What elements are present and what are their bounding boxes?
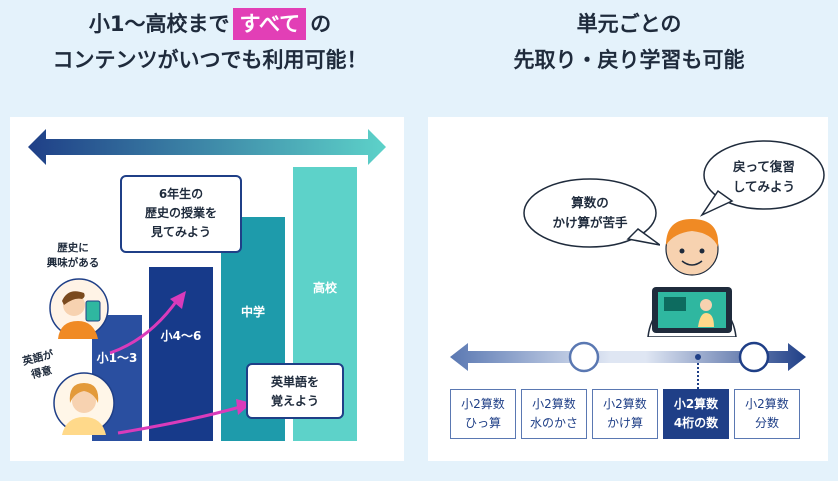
left-heading-line2: コンテンツがいつでも利用可能！ — [52, 48, 368, 72]
unit-box-line2: ひっ算 — [464, 416, 501, 430]
grade-label-elementary-low: 小1〜3 — [96, 351, 138, 365]
bubble-left-line2: かけ算が苦手 — [552, 215, 628, 230]
unit-box[interactable]: 小2算数 分数 — [734, 389, 800, 439]
unit-box-line1: 小2算数 — [603, 397, 647, 411]
left-heading-suffix: の — [310, 12, 332, 36]
kid1-caption-line1: 歴史に — [57, 242, 89, 254]
bubble-right-shape — [699, 140, 825, 217]
arrow-history-icon — [109, 298, 180, 355]
timeline-marker-current — [738, 341, 770, 373]
grade-label-elementary-high: 小4〜6 — [160, 329, 202, 343]
timeline-marker-past — [568, 341, 600, 373]
bubble-right-line2: してみよう — [732, 179, 796, 194]
callout-history: 6年生の 歴史の授業を 見てみよう — [120, 175, 242, 253]
right-heading-line2: 先取り・戻り学習も可能 — [513, 48, 745, 72]
bubble-right-line1: 戻って復習 — [733, 159, 795, 174]
unit-box[interactable]: 小2算数 かけ算 — [592, 389, 658, 439]
arrow-english-icon — [117, 405, 241, 435]
right-heading-line1: 単元ごとの — [576, 12, 682, 36]
bubble-left-line1: 算数の — [571, 195, 609, 210]
girl-avatar — [53, 372, 115, 435]
unit-box-line1: 小2算数 — [745, 397, 789, 411]
left-heading-highlight: すべて — [233, 8, 307, 40]
unit-box-line2: 4桁の数 — [673, 416, 719, 430]
bubble-right: 戻って復習 してみよう — [712, 157, 816, 197]
unit-box-line2: 分数 — [754, 416, 779, 430]
unit-box-line1: 小2算数 — [532, 397, 576, 411]
unit-box-line1: 小2算数 — [461, 397, 505, 411]
callout-history-line3: 見てみよう — [150, 225, 211, 239]
left-heading-prefix: 小1〜高校まで — [88, 12, 230, 36]
unit-box-line2: かけ算 — [606, 416, 643, 430]
grade-range-panel: 小1〜3 小4〜6 中学 高校 6年生の 歴史の授業を 見てみよう 英単語を 覚… — [10, 117, 404, 461]
unit-timeline — [450, 341, 806, 373]
boy-with-tablet-avatar — [49, 278, 109, 339]
unit-box[interactable]: 小2算数 水のかさ — [521, 389, 587, 439]
callout-history-line2: 歴史の授業を — [144, 206, 217, 220]
left-heading: 小1〜高校まですべての コンテンツがいつでも利用可能！ — [0, 6, 420, 78]
range-arrow-icon — [28, 129, 386, 165]
left-heading-line1: 小1〜高校まですべての — [0, 6, 420, 42]
unit-box-line2: 水のかさ — [529, 416, 578, 430]
unit-review-panel: 算数の かけ算が苦手 戻って復習 してみよう — [428, 117, 828, 461]
unit-box[interactable]: 小2算数 ひっ算 — [450, 389, 516, 439]
kid1-caption: 歴史に 興味がある — [38, 241, 108, 271]
callout-english: 英単語を 覚えよう — [246, 363, 344, 419]
right-heading: 単元ごとの 先取り・戻り学習も可能 — [420, 6, 838, 78]
grade-label-high-school: 高校 — [312, 281, 337, 295]
callout-english-line1: 英単語を — [270, 375, 319, 389]
boy-with-laptop-illustration — [647, 219, 737, 337]
grade-label-junior-high: 中学 — [240, 305, 265, 319]
current-unit-connector — [697, 363, 699, 389]
kid1-caption-line2: 興味がある — [46, 257, 100, 269]
bubble-left-shape — [523, 178, 660, 248]
unit-box-current[interactable]: 小2算数 4桁の数 — [663, 389, 729, 439]
callout-history-line1: 6年生の — [158, 187, 204, 201]
callout-english-line2: 覚えよう — [270, 394, 319, 408]
bubble-left: 算数の かけ算が苦手 — [538, 193, 642, 233]
unit-box-line1: 小2算数 — [673, 397, 719, 411]
